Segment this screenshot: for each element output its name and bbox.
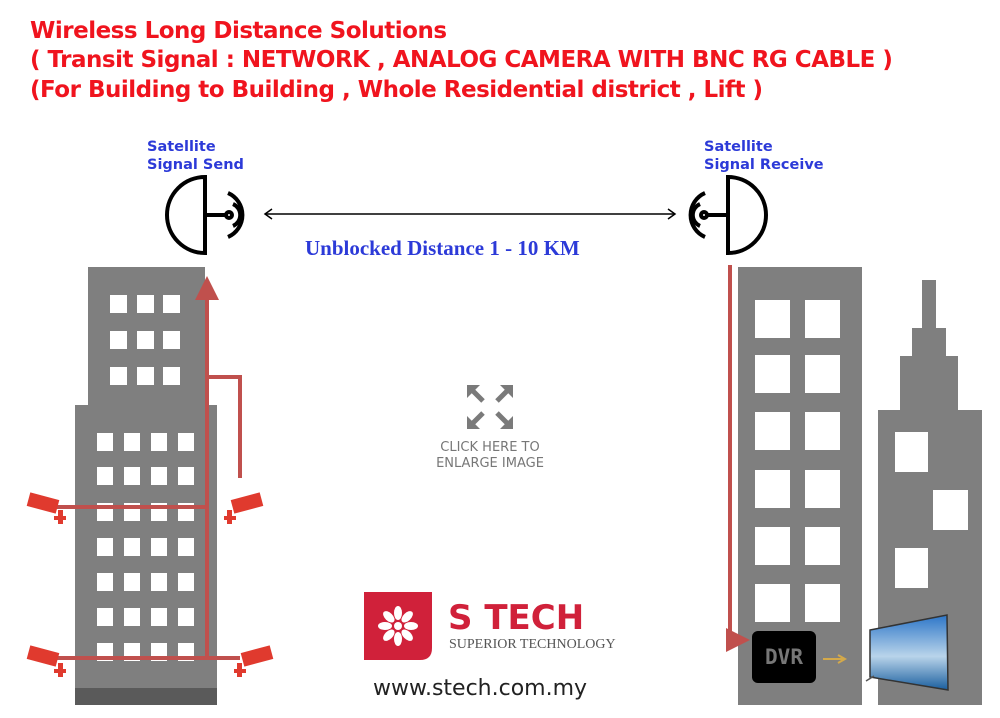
cable-arrow-icon: [726, 628, 750, 652]
satellite-send-line-1: Satellite: [147, 139, 216, 155]
enlarge-line-1: CLICK HERE TO: [440, 440, 540, 455]
window: [163, 295, 180, 313]
stech-logo-icon: [364, 592, 432, 660]
window: [110, 331, 127, 349]
window: [110, 367, 127, 385]
window: [124, 538, 140, 556]
window: [124, 608, 140, 626]
window: [755, 355, 790, 393]
window: [805, 300, 840, 338]
window: [124, 433, 140, 451]
title-line-1: Wireless Long Distance Solutions: [30, 18, 447, 44]
distance-arrow-icon: [263, 208, 677, 220]
window: [137, 331, 154, 349]
right-building-windows: [755, 300, 840, 622]
left-building-windows: [97, 295, 194, 661]
window: [755, 412, 790, 450]
window: [178, 433, 194, 451]
cctv-camera-icons: [26, 492, 274, 677]
tv-icon: [865, 614, 949, 691]
window: [110, 295, 127, 313]
window: [163, 331, 180, 349]
title-line-2: ( Transit Signal : NETWORK , ANALOG CAME…: [30, 47, 893, 73]
window: [137, 367, 154, 385]
window: [97, 608, 113, 626]
window: [97, 433, 113, 451]
window: [151, 538, 167, 556]
satellite-receive-line-2: Signal Receive: [704, 157, 824, 173]
window: [97, 467, 113, 485]
dvr-to-tv-arrow-icon: [823, 654, 848, 664]
window: [755, 300, 790, 338]
satellite-send-line-2: Signal Send: [147, 157, 244, 173]
cable-up-arrow-icon: [195, 276, 219, 300]
enlarge-image-link[interactable]: CLICK HERE TO ENLARGE IMAGE: [420, 440, 560, 472]
window: [97, 573, 113, 591]
window: [151, 573, 167, 591]
window: [805, 584, 840, 622]
brand-tagline: SUPERIOR TECHNOLOGY: [449, 637, 616, 652]
window: [151, 433, 167, 451]
distance-label: Unblocked Distance 1 - 10 KM: [305, 236, 580, 260]
window: [755, 584, 790, 622]
window: [151, 608, 167, 626]
window: [137, 295, 154, 313]
satellite-receive-line-1: Satellite: [704, 139, 773, 155]
skyscraper-windows: [895, 432, 968, 588]
window: [755, 470, 790, 508]
brand-url[interactable]: www.stech.com.my: [373, 676, 588, 701]
brand-name: S TECH: [448, 598, 585, 638]
window: [805, 470, 840, 508]
window: [755, 527, 790, 565]
enlarge-line-2: ENLARGE IMAGE: [436, 456, 544, 471]
window: [178, 467, 194, 485]
window: [124, 467, 140, 485]
window: [805, 412, 840, 450]
title-line-3: (For Building to Building , Whole Reside…: [30, 77, 763, 103]
window: [151, 467, 167, 485]
window: [178, 538, 194, 556]
satellite-send-label: Satellite Signal Send: [147, 138, 244, 174]
window: [805, 527, 840, 565]
satellite-dish-receive-icon: [688, 174, 768, 256]
enlarge-icon[interactable]: [467, 385, 513, 429]
satellite-dish-send-icon: [165, 174, 245, 256]
window: [805, 355, 840, 393]
satellite-receive-label: Satellite Signal Receive: [704, 138, 824, 174]
window: [178, 608, 194, 626]
window: [97, 538, 113, 556]
dvr-box: DVR: [752, 631, 816, 683]
window: [124, 573, 140, 591]
window: [163, 367, 180, 385]
window: [178, 573, 194, 591]
